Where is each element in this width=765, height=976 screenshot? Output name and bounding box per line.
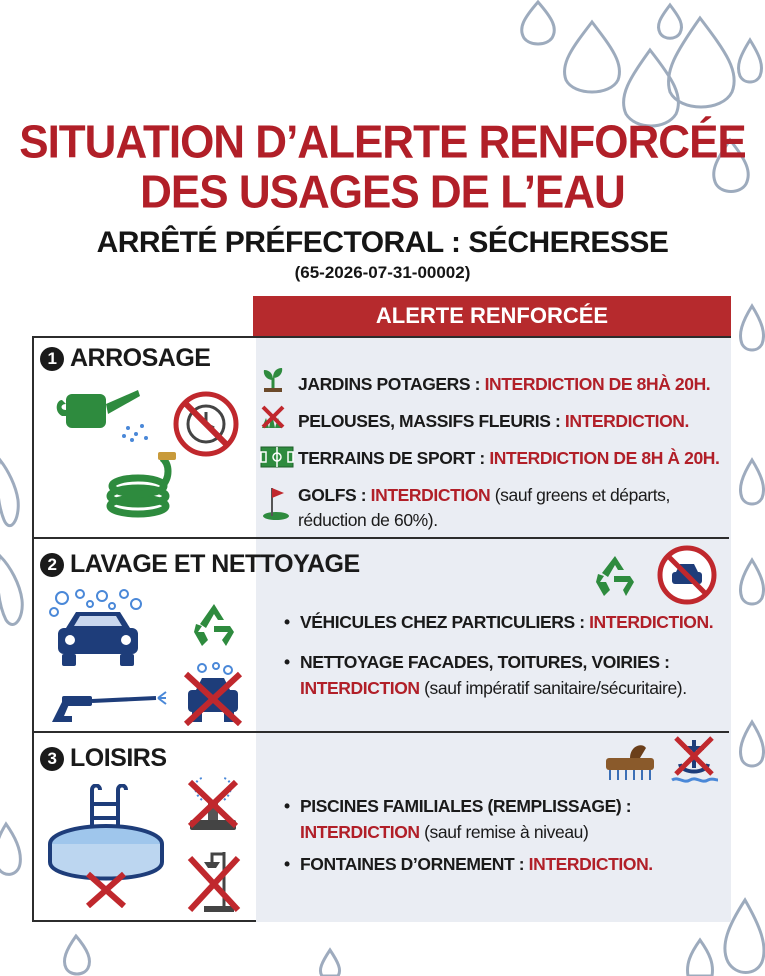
rule-terrains-de-sport: TERRAINS DE SPORT : INTERDICTION DE 8H À… [298,448,720,469]
rule-restriction: INTERDICTION [370,485,491,505]
golf-flag-icon [263,488,289,520]
bullet: • [284,854,290,874]
water-drop-icon [686,937,714,976]
rule-restriction: INTERDICTION [300,822,420,842]
water-drop-icon [738,719,765,768]
pressure-washer-icon [52,691,167,722]
seedling-icon [263,368,283,392]
pool-icon [48,784,164,908]
section-number: 1 [40,346,64,371]
rule-label: VÉHICULES CHEZ PARTICULIERS : [300,612,585,632]
water-drop-icon [0,821,22,876]
recycle-icon [194,604,234,646]
sports-field-icon [260,446,294,468]
restrictions-panel [256,338,731,922]
water-drop-icon [563,19,621,94]
decree-reference: (65-2026-07-31-00002) [294,263,471,282]
rule-note: (sauf impératif sanitaire/sécuritaire). [424,678,687,698]
water-drop-icon [656,2,684,40]
no-shower-icon [187,852,241,913]
rule-jardins-potagers: JARDINS POTAGERS : INTERDICTION DE 8HÀ 2… [298,374,711,395]
restrictions-table: 1 ARROSAGE JARDINS POTAGERS : INTERDIC [32,336,731,922]
section-number: 2 [40,552,64,577]
water-drop-icon [520,0,556,46]
water-drop-icon [738,457,765,506]
section-lavage-title: 2 LAVAGE ET NETTOYAGE [40,550,360,579]
water-drop-icon [738,303,765,352]
rule-nettoyage-facades: • NETTOYAGE FACADES, TOITURES, VOIRIES : [284,652,670,673]
water-drop-icon [0,457,20,528]
rule-golfs-note-line-2: réduction de 60%). [298,510,438,530]
section-arrosage-title: 1 ARROSAGE [40,344,211,373]
recycle-icon [596,556,634,596]
car-wash-icon [49,589,142,666]
bullet: • [284,796,290,816]
rule-fontaines: • FONTAINES D’ORNEMENT : INTERDICTION. [284,854,653,875]
no-fountain-icon [187,777,239,830]
page-title-line-1: SITUATION D’ALERTE RENFORCÉE [19,116,747,169]
section-divider [34,537,729,539]
water-drop-icon [667,15,736,109]
page-title-line-2: DES USAGES DE L’EAU [140,166,626,219]
rule-note: (sauf greens et départs, [494,485,671,505]
no-vehicle-icon [183,662,243,726]
section-title-text: LAVAGE ET NETTOYAGE [70,550,360,578]
water-drop-icon [738,557,765,606]
bullet: • [284,612,290,632]
rule-label: JARDINS POTAGERS : [298,374,481,394]
rule-label: PELOUSES, MASSIFS FLEURIS : [298,411,561,431]
scrub-brush-icon [606,745,654,780]
water-drop-icon [622,47,680,128]
rule-vehicules: • VÉHICULES CHEZ PARTICULIERS : INTERDICT… [284,612,714,633]
page-subtitle: ARRÊTÉ PRÉFECTORAL : SÉCHERESSE [96,226,669,259]
rule-label: NETTOYAGE FACADES, TOITURES, VOIRIES : [300,652,670,672]
rule-restriction: INTERDICTION. [564,411,690,431]
rule-pelouses: PELOUSES, MASSIFS FLEURIS : INTERDICTION… [298,411,689,432]
section-loisirs-title: 3 LOISIRS [40,744,167,773]
rule-restriction: INTERDICTION DE 8HÀ 20H. [484,374,711,394]
rule-restriction: INTERDICTION. [528,854,654,874]
section-divider [34,731,729,733]
no-car-wash-icon [657,545,717,605]
rule-piscines-detail: INTERDICTION (sauf remise à niveau) [300,822,589,843]
rule-restriction: INTERDICTION [300,678,420,698]
section-number: 3 [40,746,64,771]
garden-hose-icon [106,452,176,518]
watering-can-icon [56,390,148,442]
water-drop-icon [736,37,764,84]
rule-nettoyage-facades-detail: INTERDICTION (sauf impératif sanitaire/s… [300,678,687,699]
column-header: ALERTE RENFORCÉE [253,296,731,336]
water-drop-icon [712,137,750,193]
rule-note: (sauf remise à niveau) [424,822,589,842]
bullet: • [284,652,290,672]
water-drop-icon [0,553,24,626]
water-drop-icon [318,947,342,976]
rule-restriction: INTERDICTION. [589,612,714,632]
rule-golfs: GOLFS : INTERDICTION (sauf greens et dép… [298,485,670,506]
no-timer-icon [173,391,239,457]
rule-label: TERRAINS DE SPORT : [298,448,485,468]
rule-restriction: INTERDICTION DE 8H À 20H. [489,448,720,468]
section-title-text: LOISIRS [70,744,167,772]
water-drop-icon [62,933,91,976]
rule-label: FONTAINES D’ORNEMENT : [300,854,525,874]
rule-label: PISCINES FAMILIALES (REMPLISSAGE) : [300,796,632,816]
no-lawn-icon [261,405,285,429]
rule-label: GOLFS : [298,485,367,505]
rule-piscines: • PISCINES FAMILIALES (REMPLISSAGE) : [284,796,632,817]
section-title-text: ARROSAGE [70,344,211,372]
water-drop-icon [723,897,765,974]
no-boat-icon [671,736,719,783]
